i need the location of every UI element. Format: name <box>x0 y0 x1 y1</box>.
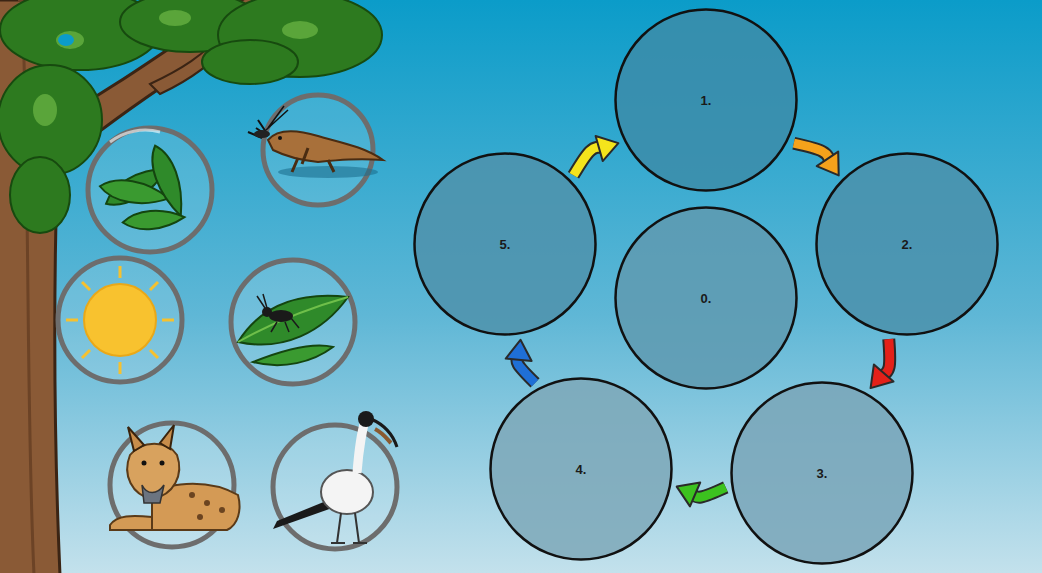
food-chain-slot: 5. <box>413 152 597 336</box>
food-chain-slot: 1. <box>614 8 798 192</box>
arrow-shaft <box>573 147 603 175</box>
lynx-bubble <box>110 423 240 547</box>
lynx-head <box>127 444 179 499</box>
bubble-shine <box>110 130 160 142</box>
slot-outline <box>817 154 998 335</box>
lizard-bubble <box>248 95 383 205</box>
arrow-outline <box>794 143 830 162</box>
slot-outline <box>616 10 797 191</box>
insect <box>254 130 270 138</box>
bubble-outline <box>231 260 355 384</box>
arrow-head <box>871 364 894 388</box>
bird-beak <box>371 419 397 447</box>
leaf-highlight <box>282 21 318 39</box>
arrow-shaft <box>794 143 830 162</box>
bird-bubble <box>273 411 397 549</box>
leaf <box>122 208 185 231</box>
food-chain-arrow <box>677 483 726 507</box>
leaf-cluster <box>10 157 70 233</box>
leaf <box>145 142 190 220</box>
sun-bubble <box>58 258 182 382</box>
leaf-highlight <box>159 10 191 26</box>
bubble-outline <box>58 258 182 382</box>
slot-number: 0. <box>701 291 712 306</box>
insect-body <box>269 310 293 322</box>
food-chain-arrow <box>794 143 839 175</box>
bubble-outline <box>273 425 397 549</box>
bubble-outline <box>88 128 212 252</box>
prey-in-beak <box>375 429 391 443</box>
slot-outline <box>732 383 913 564</box>
arrow-head <box>506 340 532 361</box>
bird-neck <box>357 421 365 473</box>
arrow-head <box>596 136 619 161</box>
lynx-ears <box>128 425 174 451</box>
bird-legs <box>331 513 367 543</box>
insect-bubble <box>231 260 355 384</box>
leaf <box>253 345 333 365</box>
food-chain-slot: 2. <box>815 152 999 336</box>
arrow-outline <box>573 147 603 175</box>
slot-outline <box>616 208 797 389</box>
food-chain-slot: 3. <box>730 381 914 565</box>
food-chain-slot: 0. <box>614 206 798 390</box>
slot-outline <box>491 379 672 560</box>
lynx-spots <box>189 492 225 520</box>
leaf-cluster <box>202 40 298 84</box>
leaf-highlight <box>33 94 57 126</box>
lynx-paws <box>110 516 152 530</box>
lizard-body <box>268 131 383 162</box>
arrow-head <box>677 483 701 507</box>
sun <box>84 284 156 356</box>
prey-in-mouth <box>142 485 164 503</box>
tree <box>0 0 382 573</box>
arrow-shaft <box>881 339 890 376</box>
slot-outline <box>415 154 596 335</box>
leaves-bubble <box>88 128 212 252</box>
slot-number: 1. <box>701 93 712 108</box>
slot-number: 3. <box>817 466 828 481</box>
slot-number: 5. <box>500 237 511 252</box>
insect-legs <box>257 294 299 332</box>
insect-antennae <box>266 106 288 130</box>
slot-number: 4. <box>576 462 587 477</box>
arrow-outline <box>881 339 890 376</box>
bird-body <box>321 470 373 514</box>
leaf-highlight <box>56 31 84 49</box>
insect-head <box>262 307 272 317</box>
lizard-legs <box>292 148 334 172</box>
sun-rays <box>66 266 174 374</box>
food-chain-arrow <box>871 339 894 388</box>
food-chain-slot: 4. <box>489 377 673 561</box>
arrow-head <box>817 152 839 176</box>
sky-gap <box>58 34 74 46</box>
lizard-eye <box>278 136 282 140</box>
food-chain-arrow <box>573 136 618 175</box>
food-chain-arrow <box>506 340 535 383</box>
slot-number: 2. <box>902 237 913 252</box>
